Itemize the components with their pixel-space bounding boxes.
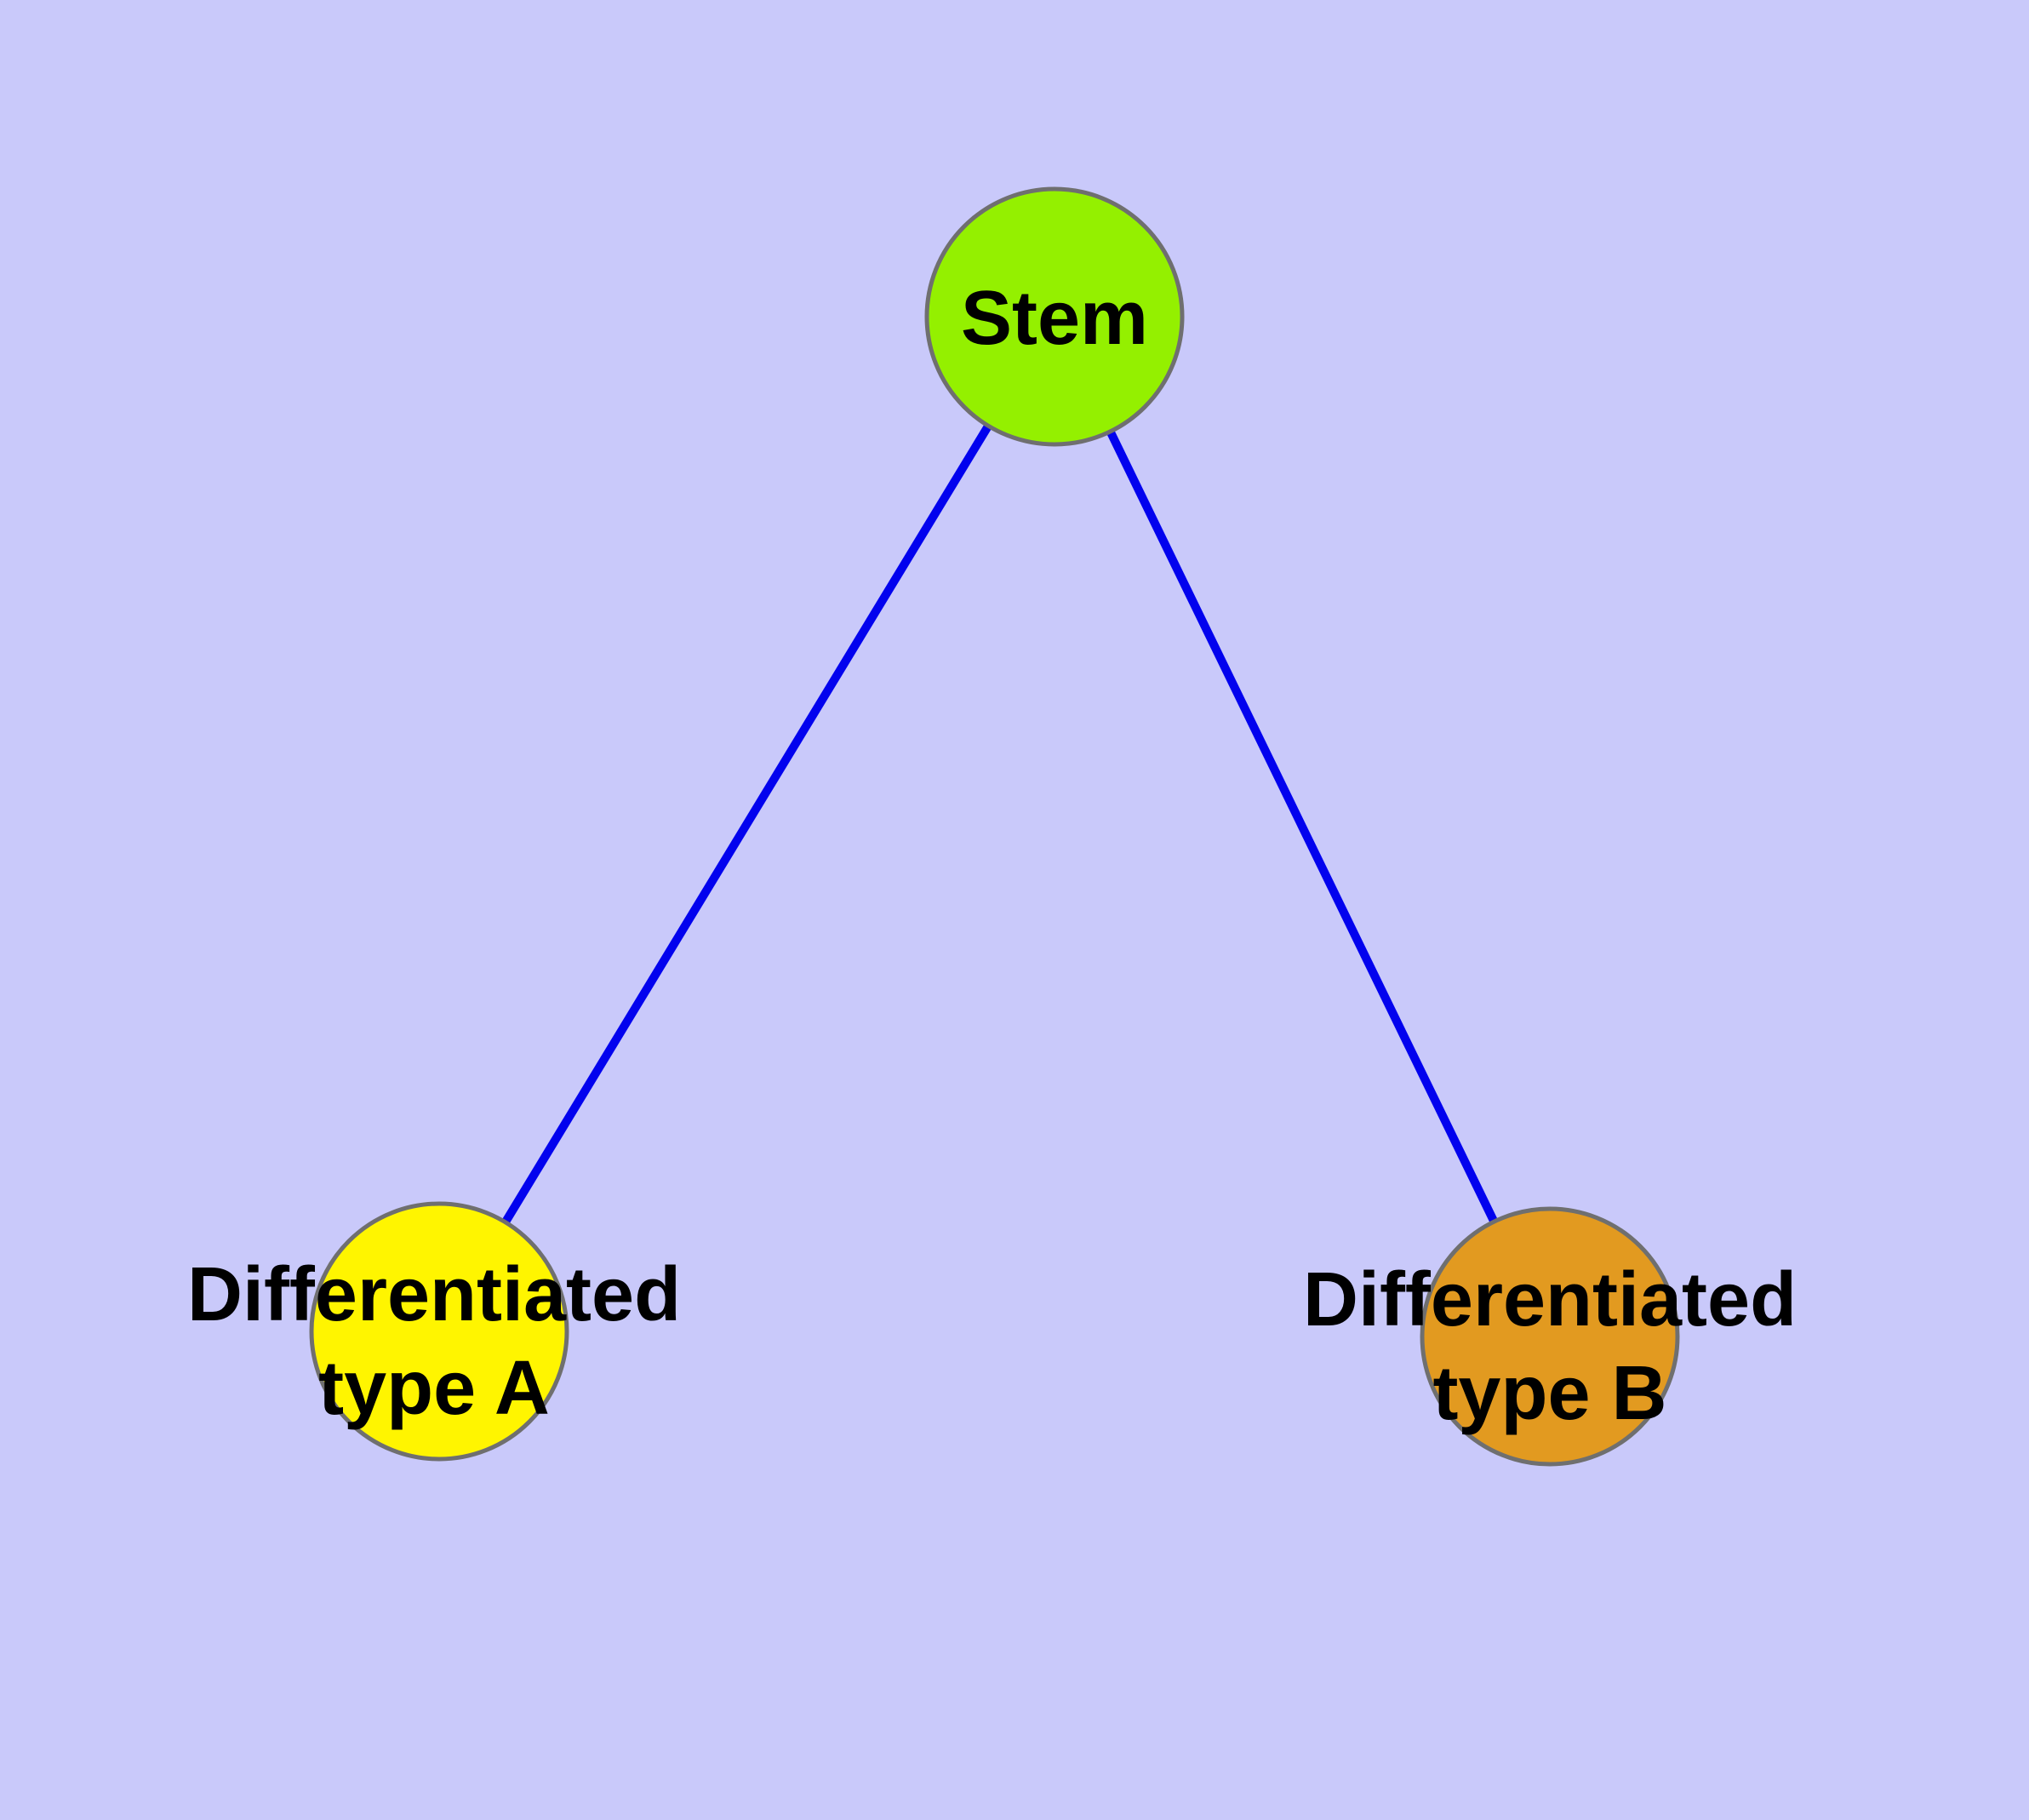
node-type-a-circle[interactable] — [309, 1201, 569, 1462]
edge-stem-to-type-a — [435, 314, 1059, 1334]
edge-stem-to-type-b — [1050, 314, 1554, 1339]
node-stem-circle[interactable] — [924, 186, 1185, 447]
node-type-b-circle[interactable] — [1420, 1206, 1680, 1467]
